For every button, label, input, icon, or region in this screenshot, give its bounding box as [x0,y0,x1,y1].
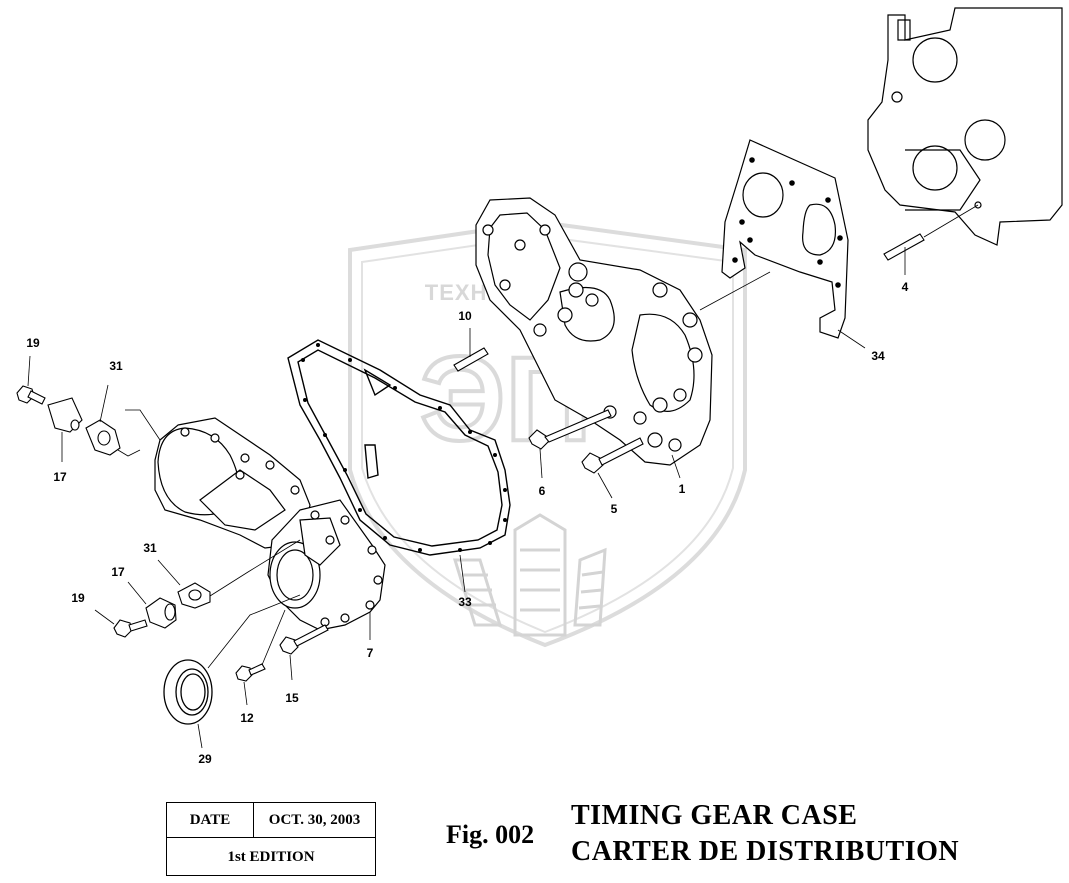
callout-5: 5 [611,502,618,516]
part-12-bolt [235,609,286,706]
callout-31-lower: 31 [143,541,157,555]
callout-34: 34 [871,349,885,363]
callout-17-lower: 17 [111,565,125,579]
part-5-bolt [581,437,644,499]
figure-title-french: CARTER DE DISTRIBUTION [571,836,960,867]
part-6-bolt [528,409,612,479]
date-value: OCT. 30, 2003 [268,811,361,828]
part-29-oil-seal [163,594,301,749]
figure-number: Fig. 002 [446,820,535,849]
callout-29: 29 [198,752,212,766]
callout-7: 7 [367,646,374,660]
callout-1: 1 [679,482,686,496]
part-31-gasket-lower [157,539,301,609]
part-34-plate [721,139,866,349]
part-10-dowel-pin [453,328,489,372]
figure-title-english: TIMING GEAR CASE [571,800,858,831]
callout-33: 33 [458,595,472,609]
part-17-spacer-upper [47,397,83,462]
part-17-spacer-lower [127,581,177,629]
edition-label: 1st EDITION [227,848,315,865]
date-edition-box: DATE OCT. 30, 2003 1st EDITION [166,802,376,876]
callout-6: 6 [539,484,546,498]
callout-labels: 1 4 5 6 7 10 12 15 17 17 19 19 29 31 31 … [26,280,908,766]
callout-17-upper: 17 [53,470,67,484]
date-label: DATE [189,811,231,828]
engine-block [867,7,1063,246]
part-33-gasket [287,339,511,593]
part-15-bolt [279,624,329,681]
callout-31-upper: 31 [109,359,123,373]
part-31-gasket-upper [85,384,141,457]
part-4-dowel-pin [883,204,979,275]
part-1-timing-case [475,197,771,479]
part-19-bolt-lower [94,609,148,638]
part-7-front-cover [267,499,386,640]
callout-19-lower: 19 [71,591,85,605]
callout-19-upper: 19 [26,336,40,350]
part-19-bolt-upper [16,355,46,405]
callout-15: 15 [285,691,299,705]
callout-12: 12 [240,711,254,725]
part-cover-upper [125,409,311,549]
callout-10: 10 [458,309,472,323]
callout-4: 4 [902,280,909,294]
